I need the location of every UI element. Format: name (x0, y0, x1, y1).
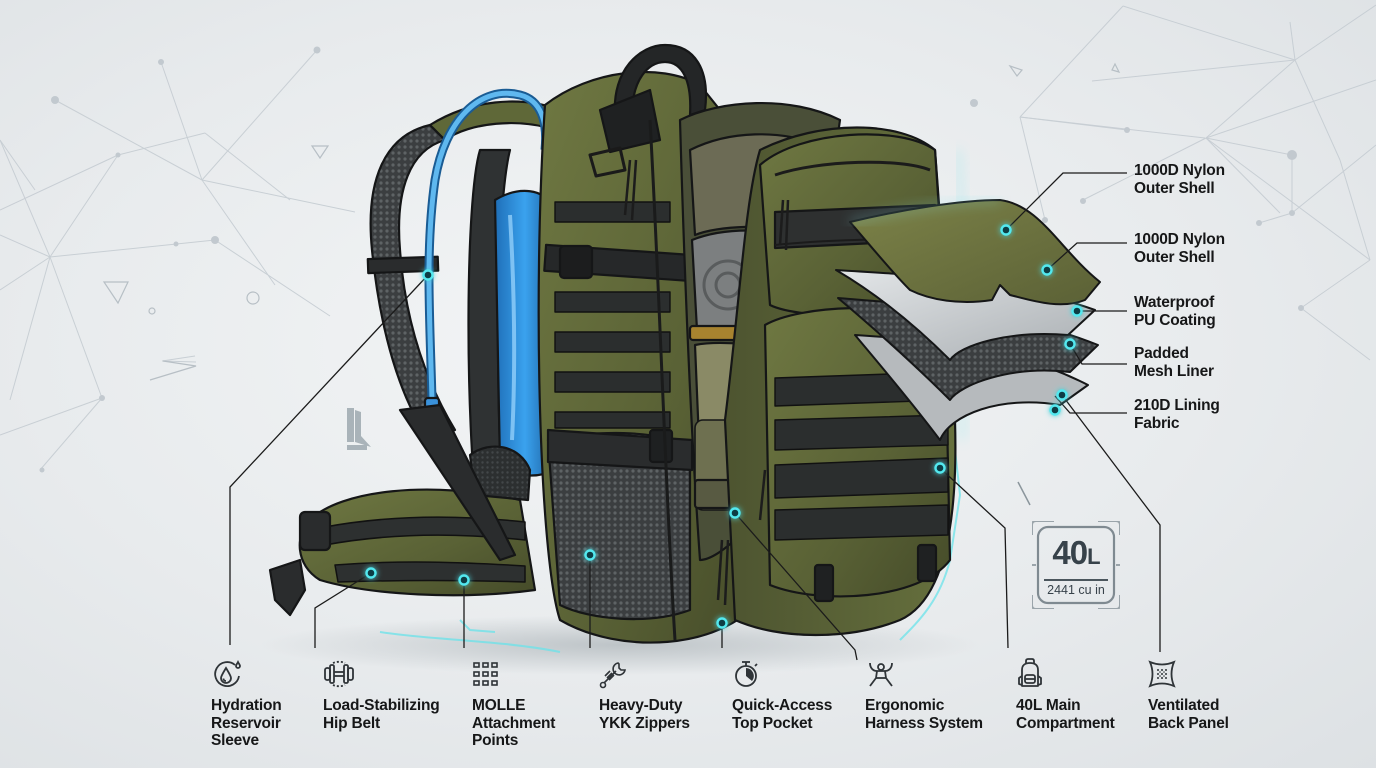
feature-line: Sleeve (211, 732, 259, 749)
molle-front (554, 201, 671, 429)
dumbbell-icon (324, 660, 354, 688)
feature-line: Compartment (1016, 714, 1115, 732)
feature-line: Top Pocket (732, 714, 813, 732)
feature-back-panel: Ventilated Back Panel (1148, 697, 1229, 732)
callout-lining-fabric: 210D Lining Fabric (1134, 397, 1220, 433)
feature-line: YKK Zippers (599, 714, 690, 732)
feature-line: Hip Belt (323, 714, 380, 732)
network-shapes-right (1008, 62, 1121, 77)
network-nodes-right (970, 99, 1304, 311)
network-nodes-left (39, 46, 321, 473)
callout-line-2: Outer Shell (1134, 249, 1215, 266)
callout-line-2: Fabric (1134, 415, 1180, 432)
feature-line: Ergonomic (865, 697, 945, 714)
feature-harness: Ergonomic Harness System (865, 697, 983, 732)
feature-line: MOLLE (472, 697, 526, 714)
feature-hydration: Hydration Reservoir Sleeve (211, 697, 282, 750)
water-drop-icon (214, 659, 241, 687)
feature-line: Heavy-Duty (599, 697, 683, 714)
glow-markers (365, 224, 1083, 629)
callout-line-2: PU Coating (1134, 312, 1216, 329)
feature-line: Points (472, 732, 519, 749)
network-pattern-right (1019, 4, 1376, 361)
network-shapes-left (102, 145, 330, 381)
feature-line: Load-Stabilizing (323, 697, 440, 714)
callout-line-1: Padded (1134, 345, 1189, 362)
capacity-badge: 40L 2441 cu in (1032, 521, 1120, 609)
leader-lines (229, 172, 1161, 661)
capacity-divider (1044, 579, 1108, 581)
stopwatch-icon (735, 661, 758, 687)
capacity-number: 40 (1052, 534, 1088, 571)
callout-line-2: Mesh Liner (1134, 363, 1214, 380)
feature-zippers: Heavy-Duty YKK Zippers (599, 697, 690, 732)
hip-belt-strap-end (268, 558, 307, 617)
callout-line-1: 1000D Nylon (1134, 162, 1225, 179)
feature-line: Quick-Access (732, 697, 833, 714)
feature-top-pocket: Quick-Access Top Pocket (732, 697, 832, 732)
backpack-icon (1018, 658, 1042, 687)
feature-line: Hydration (211, 697, 282, 714)
feature-hip-belt: Load-Stabilizing Hip Belt (323, 697, 440, 732)
decorative-glyph (347, 408, 371, 450)
feature-main-compartment: 40L Main Compartment (1016, 697, 1115, 732)
feature-molle: MOLLE Attachment Points (472, 697, 555, 750)
callout-outer-shell-1: 1000D Nylon Outer Shell (1134, 162, 1225, 198)
compression-buckle-2 (916, 543, 938, 583)
shoulder-strap-left (369, 123, 457, 442)
fabric-layers (835, 199, 1101, 441)
feature-line: 40L Main (1016, 697, 1081, 714)
feature-line: Harness System (865, 714, 983, 732)
callout-mesh-liner: Padded Mesh Liner (1134, 345, 1214, 381)
feature-line: Back Panel (1148, 714, 1229, 732)
feature-line: Ventilated (1148, 697, 1220, 714)
backpack-illustration (268, 43, 957, 644)
capacity-unit: L (1087, 544, 1100, 569)
person-flex-icon (869, 662, 893, 687)
callout-pu-coating: Waterproof PU Coating (1134, 294, 1216, 330)
capacity-value: 40L (1032, 535, 1120, 575)
feature-line: Reservoir (211, 714, 281, 732)
callout-line-1: 1000D Nylon (1134, 231, 1225, 248)
hip-belt-buckle (298, 510, 332, 552)
callout-line-1: Waterproof (1134, 294, 1215, 311)
capacity-subtext: 2441 cu in (1047, 583, 1105, 597)
callout-outer-shell-2: 1000D Nylon Outer Shell (1134, 231, 1225, 267)
ventilated-mesh-icon (1148, 660, 1176, 688)
network-pattern-left (0, 49, 356, 471)
grid-dots-icon (473, 662, 498, 686)
callout-line-2: Outer Shell (1134, 180, 1215, 197)
feature-line: Attachment (472, 714, 556, 732)
callout-line-1: 210D Lining (1134, 397, 1220, 414)
sternum-buckle (558, 244, 594, 280)
wrench-zipper-icon (599, 662, 626, 689)
compression-buckle-1 (813, 563, 835, 603)
